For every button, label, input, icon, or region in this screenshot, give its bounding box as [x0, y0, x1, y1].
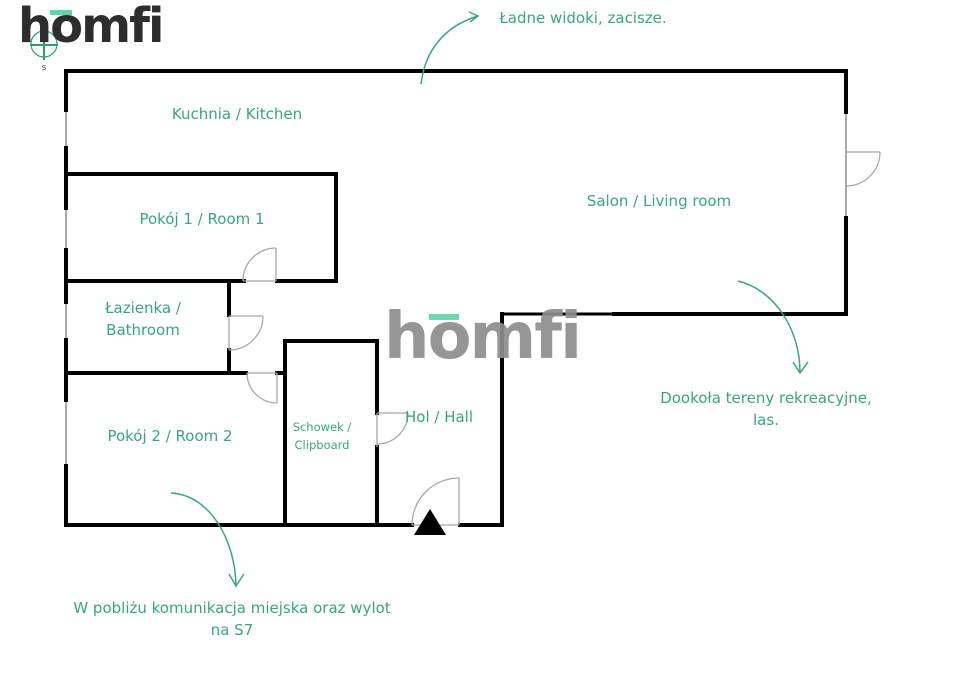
doors [228, 151, 881, 526]
annotation-recreation: Dookoła tereny rekreacyjne, las. [660, 389, 872, 429]
watermark-text: homfi [384, 300, 582, 374]
annotation-arrows [170, 11, 809, 588]
annotation-views: Ładne widoki, zacisze. [499, 9, 667, 27]
logo-text: homfi [18, 0, 164, 54]
room-label-bathroom: Łazienka / Bathroom [105, 299, 181, 339]
entrance-marker-icon [414, 509, 446, 535]
room-label-kitchen: Kuchnia / Kitchen [171, 105, 303, 123]
brand-logo: homfi [18, 0, 164, 54]
room-label-hall: Hol / Hall [404, 408, 474, 426]
logo-accent-bar [50, 10, 72, 15]
room-label-living: Salon / Living room [586, 192, 732, 210]
room-label-room1: Pokój 1 / Room 1 [139, 210, 265, 228]
watermark-accent-bar [429, 314, 459, 320]
room-label-storage: Schowek / Clipboard [292, 420, 352, 452]
watermark-logo: homfi [384, 300, 582, 374]
annotation-transport: W pobliżu komunikacja miejska oraz wylot… [73, 599, 391, 639]
compass-label: S [42, 64, 47, 72]
compass-icon [30, 28, 58, 60]
room-label-room2: Pokój 2 / Room 2 [107, 427, 233, 445]
walls [64, 69, 848, 527]
windows [65, 110, 847, 466]
